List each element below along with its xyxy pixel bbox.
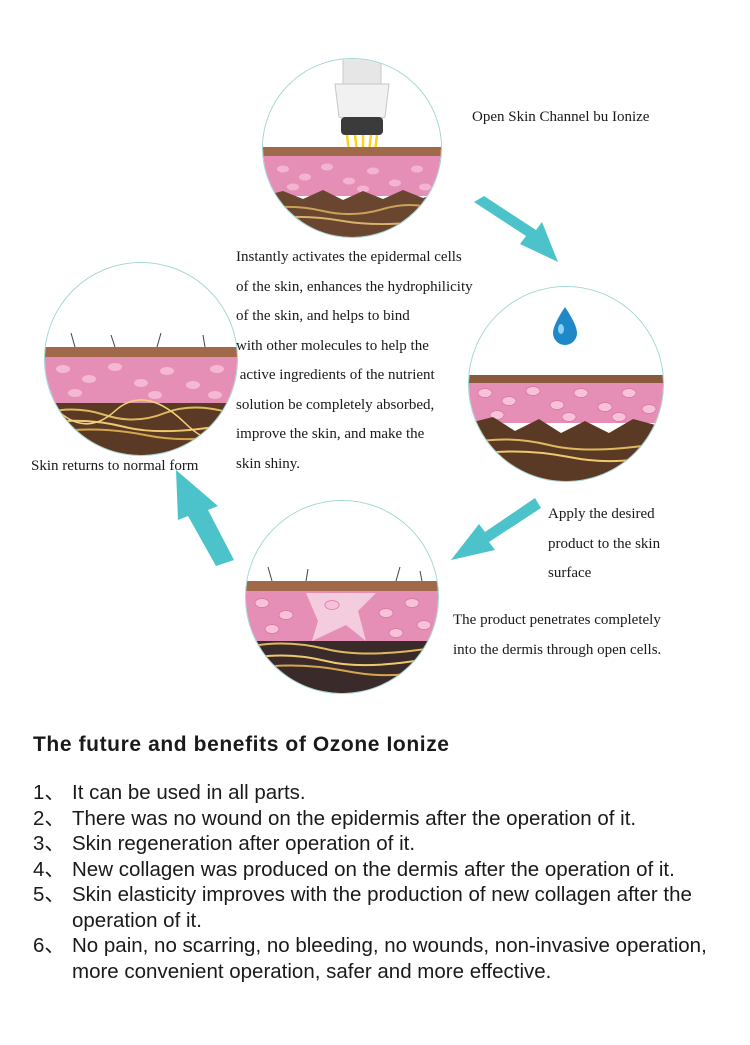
water-droplet-icon (553, 307, 577, 345)
item-number: 6、 (33, 934, 65, 957)
benefits-title: The future and benefits of Ozone Ionize (33, 733, 450, 756)
item-text: Skin regeneration after operation of it. (72, 832, 416, 855)
list-item: 2、 There was no wound on the epidermis a… (33, 806, 738, 832)
step-open-skin-circle (262, 58, 442, 238)
item-number: 4、 (33, 857, 65, 881)
item-text: No pain, no scarring, no bleeding, no wo… (72, 934, 707, 983)
center-description: Instantly activates the epidermal cells … (236, 243, 473, 479)
list-item: 3、 Skin regeneration after operation of … (33, 831, 738, 857)
skin-cross-section-normal (45, 263, 237, 455)
item-number: 5、 (33, 883, 65, 906)
step-apply-product-circle (468, 286, 664, 482)
center-line: of the skin, enhances the hydrophilicity (236, 278, 473, 295)
arrow-step2-to-step3 (443, 488, 543, 568)
penetrate-line: The product penetrates completely (453, 612, 661, 628)
item-text: Skin elasticity improves with the produc… (72, 883, 692, 932)
center-line: solution be completely absorbed, (236, 396, 435, 413)
penetrate-line: into the dermis through open cells. (453, 641, 662, 658)
list-item: 5、 Skin elasticity improves with the pro… (33, 882, 738, 933)
center-line: active ingredients of the nutrient (236, 367, 435, 383)
item-number: 2、 (33, 806, 65, 830)
apply-line: product to the skin (548, 535, 661, 552)
skin-cross-section-device (263, 59, 441, 237)
item-text: There was no wound on the epidermis afte… (72, 806, 637, 830)
center-line: improve the skin, and make the (236, 426, 425, 442)
step-return-label: Skin returns to normal form (31, 458, 199, 474)
list-item: 6、 No pain, no scarring, no bleeding, no… (33, 933, 738, 984)
center-line: skin shiny. (236, 455, 301, 472)
item-number: 1、 (33, 781, 65, 804)
center-line: of the skin, and helps to bind (236, 308, 410, 324)
step-penetrate-label: The product penetrates completely into t… (453, 606, 661, 665)
item-number: 3、 (33, 832, 65, 855)
ionize-device-icon (334, 59, 390, 152)
apply-line: surface (548, 565, 592, 581)
step-penetrate-circle (245, 500, 439, 694)
list-item: 4、 New collagen was produced on the derm… (33, 857, 738, 883)
arrow-step3-to-step4 (172, 468, 252, 568)
skin-cross-section-droplet (469, 287, 663, 481)
item-text: New collagen was produced on the dermis … (72, 857, 675, 881)
item-text: It can be used in all parts. (72, 781, 306, 804)
list-item: 1、 It can be used in all parts. (33, 780, 738, 806)
center-line: Instantly activates the epidermal cells (236, 249, 462, 265)
benefits-list: 1、 It can be used in all parts. 2、 There… (33, 780, 738, 984)
step-open-label: Open Skin Channel bu Ionize (472, 109, 650, 125)
apply-line: Apply the desired (548, 506, 655, 522)
step-apply-label: Apply the desired product to the skin su… (548, 500, 660, 589)
arrow-step1-to-step2 (468, 192, 568, 272)
step-normal-skin-circle (44, 262, 238, 456)
skin-cross-section-penetrate (246, 501, 438, 693)
center-line: with other molecules to help the (236, 337, 429, 354)
